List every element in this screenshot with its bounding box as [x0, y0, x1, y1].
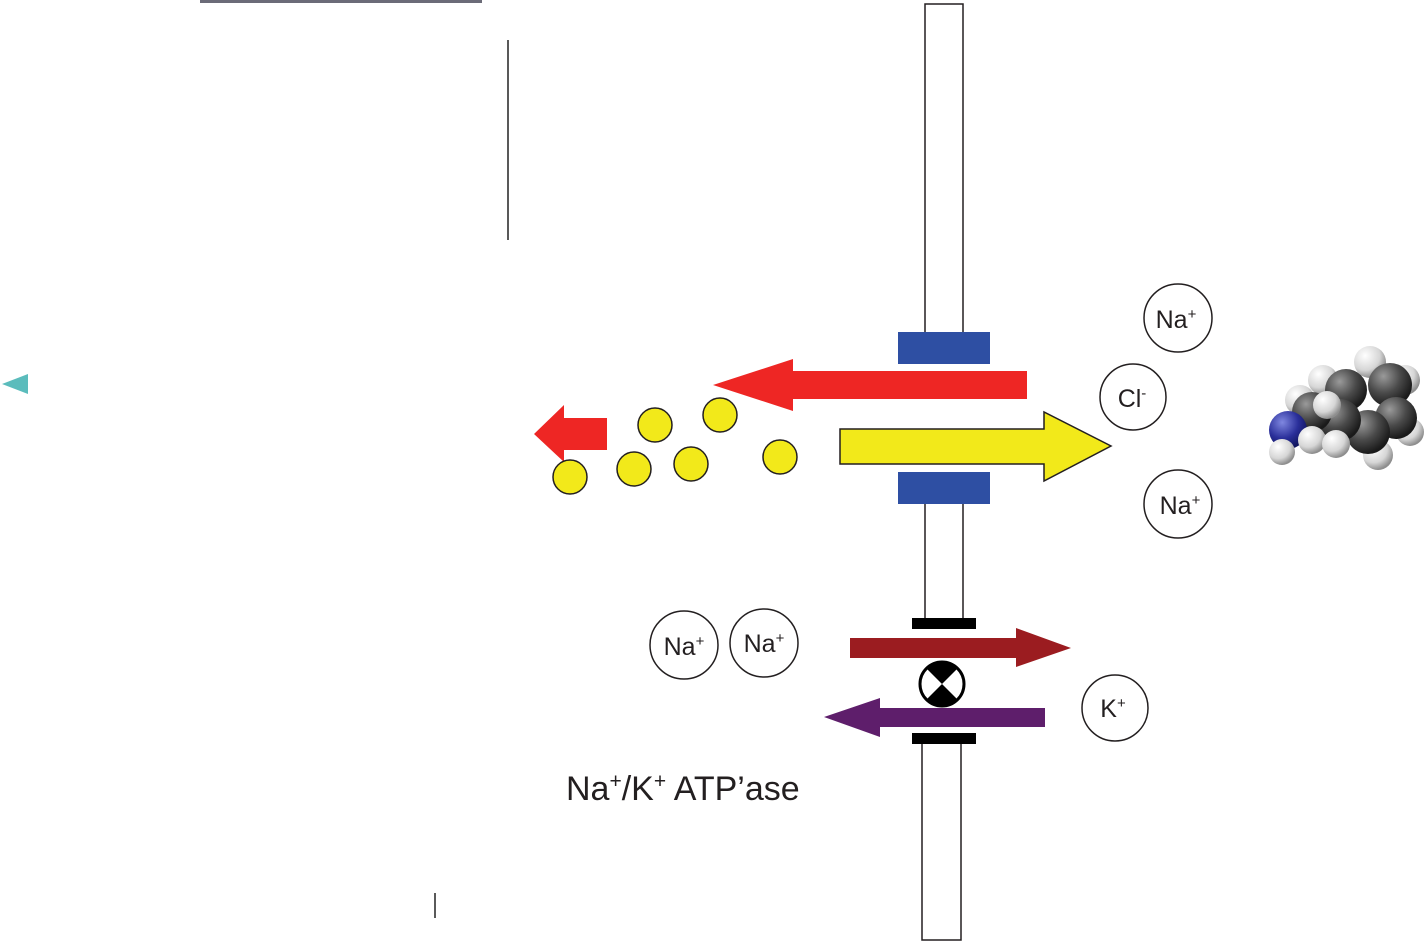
- substrate-molecule: [702, 397, 738, 433]
- ion-na-bottom-right: Na+: [1143, 469, 1213, 539]
- ion-na-top: Na+: [1143, 283, 1213, 353]
- ion-cl-label: Cl: [1118, 385, 1142, 413]
- svg-text:Na+: Na+: [664, 633, 705, 661]
- svg-text:Cl-: Cl-: [1118, 385, 1147, 413]
- substrate-molecule: [673, 446, 709, 482]
- ion-na-left-1: Na+: [649, 610, 719, 680]
- substrate-efflux-arrow: [713, 359, 1027, 411]
- substrate-molecule: [552, 459, 588, 495]
- transporter-block-bottom: [898, 472, 990, 504]
- ion-k: K+: [1081, 674, 1149, 742]
- svg-text:Na+: Na+: [1156, 306, 1197, 334]
- ion-charge: +: [1192, 492, 1201, 509]
- svg-text:K+: K+: [1100, 695, 1126, 723]
- svg-text:Na+: Na+: [1160, 492, 1201, 520]
- ion-na-left-1-label: Na: [664, 633, 696, 661]
- substrate-molecule: [637, 407, 673, 443]
- membrane-lower-segment: [921, 741, 962, 941]
- ion-k-label: K: [1100, 695, 1117, 723]
- ion-charge: +: [1117, 695, 1126, 712]
- membrane-middle-segment: [924, 499, 964, 623]
- pump-gate-bottom: [912, 733, 976, 744]
- substrate-molecule: [616, 451, 652, 487]
- ion-charge: -: [1141, 385, 1146, 402]
- substrate-efflux-small-arrow: [534, 405, 607, 462]
- ion-na-left-2: Na+: [729, 608, 799, 678]
- ion-na-bottom-label: Na: [1160, 492, 1192, 520]
- transporter-block-top: [898, 332, 990, 364]
- ion-charge: +: [776, 630, 785, 647]
- pump-gate-top: [912, 618, 976, 629]
- ion-charge: +: [1188, 306, 1197, 323]
- substrate-molecules: [552, 397, 798, 495]
- drug-influx-arrow: [839, 410, 1113, 483]
- ion-na-top-label: Na: [1156, 306, 1188, 334]
- ion-charge: +: [696, 633, 705, 650]
- substrate-molecule: [762, 439, 798, 475]
- atpase-pump-icon: [918, 660, 966, 708]
- svg-text:Na+: Na+: [744, 630, 785, 658]
- potassium-influx-arrow: [824, 698, 1045, 737]
- sodium-efflux-arrow: [850, 628, 1071, 667]
- cropped-teal-arrow-icon: [2, 374, 28, 394]
- membrane-upper-segment: [924, 3, 964, 339]
- ion-cl: Cl-: [1099, 363, 1167, 431]
- pump-caption: Na+/K+ ATP’ase: [566, 770, 800, 808]
- ion-na-left-2-label: Na: [744, 630, 776, 658]
- cropped-edge-artifact: [200, 0, 482, 3]
- amphetamine-molecule-icon: [1269, 346, 1424, 470]
